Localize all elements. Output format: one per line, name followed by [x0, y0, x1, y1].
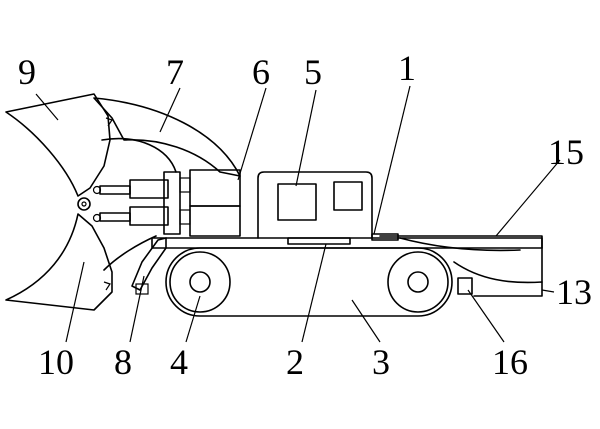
mounting-bracket [163, 169, 241, 237]
label-5: 5 [304, 52, 322, 92]
rear-attachment [453, 247, 543, 297]
label-10: 10 [38, 342, 74, 382]
label-9: 9 [18, 52, 36, 92]
label-15: 15 [548, 132, 584, 172]
operator-cab [257, 171, 373, 239]
label-2: 2 [286, 342, 304, 382]
rear-block [457, 277, 473, 295]
rear-wheel [387, 251, 449, 313]
label-6: 6 [252, 52, 270, 92]
hydraulic-cylinders [99, 179, 169, 226]
label-13: 13 [556, 272, 592, 312]
label-3: 3 [372, 342, 390, 382]
crescent-guard [93, 97, 241, 177]
label-4: 4 [170, 342, 188, 382]
lower-cutter-blade [5, 213, 113, 311]
label-16: 16 [492, 342, 528, 382]
leader-lines [35, 85, 561, 343]
crawler-track [165, 247, 453, 317]
front-wheel [169, 251, 231, 313]
label-8: 8 [114, 342, 132, 382]
upper-cutter-blade [5, 93, 111, 197]
support-arm [131, 237, 167, 295]
label-1: 1 [398, 48, 416, 88]
label-7: 7 [166, 52, 184, 92]
rear-ramp [379, 235, 543, 252]
